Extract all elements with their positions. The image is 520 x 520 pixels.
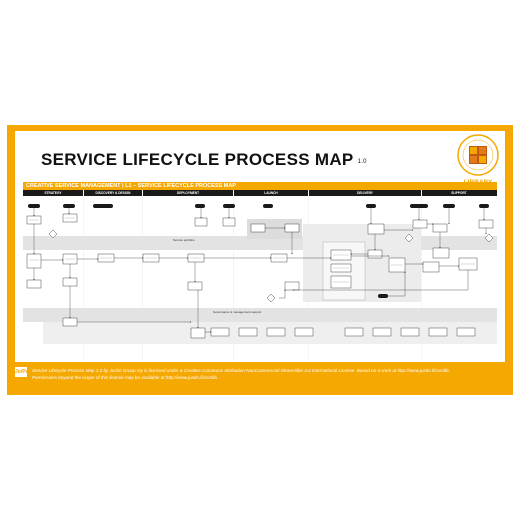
process-box — [372, 327, 392, 337]
license-line-1: Service Lifecycle Process Map 1.0 by Jus… — [32, 368, 450, 373]
process-box — [344, 327, 364, 337]
process-box — [400, 327, 420, 337]
map-banner: CREATIVE SERVICE MANAGEMENT | L1 – SERVI… — [23, 182, 497, 190]
process-box — [187, 281, 203, 291]
process-box — [190, 327, 206, 339]
version-label: 1.0 — [357, 159, 367, 165]
phase-label-discovery: DISCOVERY & DESIGN — [96, 191, 132, 195]
license-text: Service Lifecycle Process Map 1.0 by Jus… — [32, 367, 492, 381]
process-box — [26, 279, 42, 289]
process-box — [432, 223, 448, 233]
process-box — [422, 261, 440, 273]
governance-band — [23, 308, 497, 322]
process-box — [367, 249, 383, 259]
trigger-event — [28, 204, 40, 208]
license-line-2: Permissions beyond the scope of this lic… — [32, 375, 219, 380]
decision-diamond — [48, 229, 58, 239]
trigger-events — [28, 204, 489, 298]
justin-mark: Ju/Pe — [15, 367, 29, 377]
phase-label-launch: LAUNCH — [264, 191, 278, 195]
process-box — [294, 327, 314, 337]
process-box — [194, 217, 208, 227]
process-box — [456, 327, 476, 337]
phase-strategy-bar — [23, 190, 83, 196]
process-box — [266, 327, 286, 337]
phase-discovery-bar — [84, 190, 142, 196]
trigger-event — [410, 204, 428, 208]
trigger-event — [63, 204, 75, 208]
process-box — [412, 219, 428, 229]
trigger-event — [443, 204, 455, 208]
license-footer: Ju/Pe Service Lifecycle Process Map 1.0 … — [15, 365, 505, 389]
process-box — [62, 317, 78, 327]
trigger-event — [479, 204, 489, 208]
decision-diamond — [266, 293, 276, 303]
process-box — [428, 327, 448, 337]
process-box — [26, 253, 42, 269]
decision-diamond — [484, 233, 494, 243]
library-logo: LIBRARY — [457, 134, 499, 186]
process-map-diagram: STRATEGY DISCOVERY & DESIGN DEPLOYMENT L… — [23, 190, 497, 360]
phase-launch-bar — [234, 190, 308, 196]
process-box — [238, 327, 258, 337]
flow-connectors — [33, 208, 487, 333]
phase-header-row: STRATEGY DISCOVERY & DESIGN DEPLOYMENT L… — [23, 190, 497, 196]
phase-label-delivery: DELIVERY — [357, 191, 374, 195]
process-box — [210, 327, 230, 337]
trigger-event — [366, 204, 376, 208]
box-detail-lines — [29, 217, 475, 283]
process-box — [62, 277, 78, 287]
trigger-event — [195, 204, 205, 208]
decision-diamond — [404, 233, 414, 243]
process-box — [250, 223, 266, 233]
process-box — [284, 223, 300, 233]
phase-delivery-bar — [309, 190, 421, 196]
process-box — [367, 223, 385, 235]
governance-label: Governance & management support — [213, 310, 262, 314]
decision-nodes — [48, 229, 494, 303]
process-box — [222, 217, 236, 227]
phase-deployment-bar — [143, 190, 233, 196]
process-box — [478, 219, 494, 229]
trigger-event — [223, 204, 235, 208]
phase-label-deployment: DEPLOYMENT — [177, 191, 199, 195]
phase-label-strategy: STRATEGY — [44, 191, 62, 195]
title-text: SERVICE LIFECYCLE PROCESS MAP — [41, 150, 354, 169]
process-box — [284, 281, 300, 291]
trigger-event — [263, 204, 273, 208]
process-box — [432, 247, 450, 259]
phase-support-bar — [422, 190, 497, 196]
phase-label-support: SUPPORT — [451, 191, 466, 195]
trigger-event — [93, 204, 113, 208]
service-portfolio-label: Service portfolio — [173, 238, 195, 242]
